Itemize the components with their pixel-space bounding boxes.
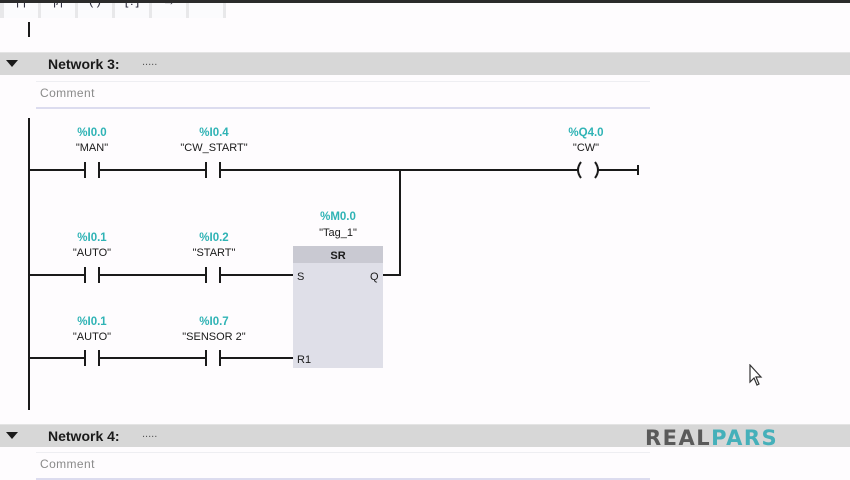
contact-symbol: "SENSOR 2" bbox=[182, 331, 246, 343]
close-branch-icon: — bbox=[199, 0, 213, 8]
network-4-title: Network 4: bbox=[48, 428, 120, 444]
insert-coil-button[interactable]: -( )- bbox=[78, 0, 112, 18]
empty-box-icon: [?] bbox=[124, 0, 140, 8]
input-s-label: S bbox=[297, 271, 304, 283]
coil-address: %Q4.0 bbox=[568, 127, 603, 139]
network-4-header[interactable]: Network 4: ..... bbox=[0, 424, 850, 447]
insert-empty-box-button[interactable]: [?] bbox=[115, 0, 149, 18]
coil-icon: -( )- bbox=[84, 0, 106, 8]
collapse-triangle-icon[interactable] bbox=[6, 60, 18, 67]
contact-address: %I0.2 bbox=[199, 232, 228, 244]
network-4-comment-field[interactable]: Comment bbox=[36, 452, 650, 480]
network-3-title-field[interactable]: ..... bbox=[142, 56, 158, 68]
coil-symbol: "CW" bbox=[573, 142, 599, 154]
insert-no-contact-button[interactable]: -| |- bbox=[4, 0, 38, 18]
insert-nc-contact-button[interactable]: -|/|- bbox=[41, 0, 75, 18]
comment-placeholder: Comment bbox=[40, 86, 95, 100]
contact-address: %I0.1 bbox=[77, 232, 107, 244]
network-4-title-field[interactable]: ..... bbox=[142, 428, 158, 440]
network-2-power-rail bbox=[28, 22, 30, 37]
ladder-toolbar: -| |- -|/|- -( )- [?] → — bbox=[0, 0, 226, 18]
block-type: SR bbox=[330, 250, 345, 262]
window-top-edge bbox=[0, 0, 850, 3]
coil-cw[interactable]: %Q4.0 "CW" bbox=[568, 127, 604, 179]
contact-address: %I0.4 bbox=[199, 127, 229, 139]
comment-placeholder: Comment bbox=[40, 457, 95, 471]
network-3-header[interactable]: Network 3: ..... bbox=[0, 52, 850, 75]
contact-symbol: "AUTO" bbox=[73, 331, 111, 343]
collapse-triangle-icon[interactable] bbox=[6, 432, 18, 439]
logo-text-real: REAL bbox=[645, 426, 712, 450]
open-branch-icon: → bbox=[162, 0, 176, 8]
close-branch-button[interactable]: — bbox=[189, 0, 223, 18]
normally-open-contact-icon: -| |- bbox=[11, 0, 31, 8]
contact-address: %I0.0 bbox=[77, 127, 106, 139]
contact-symbol: "AUTO" bbox=[73, 247, 111, 259]
normally-closed-contact-icon: -|/|- bbox=[48, 0, 68, 8]
sr-flipflop-block[interactable]: %M0.0 "Tag_1" SR S R1 Q bbox=[293, 211, 383, 368]
block-symbol: "Tag_1" bbox=[319, 227, 357, 239]
network-3-title: Network 3: bbox=[48, 56, 120, 72]
contact-symbol: "CW_START" bbox=[180, 142, 247, 154]
contact-start[interactable]: %I0.2 "START" bbox=[193, 232, 236, 283]
contact-man[interactable]: %I0.0 "MAN" bbox=[76, 127, 108, 178]
contact-sensor-2[interactable]: %I0.7 "SENSOR 2" bbox=[182, 316, 246, 366]
contact-symbol: "START" bbox=[193, 247, 236, 259]
input-r1-label: R1 bbox=[297, 354, 311, 366]
output-q-label: Q bbox=[370, 271, 379, 283]
contact-address: %I0.7 bbox=[199, 316, 228, 328]
network-3-comment-field[interactable]: Comment bbox=[36, 81, 650, 109]
contact-auto[interactable]: %I0.1 "AUTO" bbox=[73, 232, 111, 283]
block-address: %M0.0 bbox=[320, 211, 356, 223]
contact-symbol: "MAN" bbox=[76, 142, 108, 154]
contact-auto-2[interactable]: %I0.1 "AUTO" bbox=[73, 316, 111, 366]
contact-cw-start[interactable]: %I0.4 "CW_START" bbox=[180, 127, 248, 178]
contact-address: %I0.1 bbox=[77, 316, 107, 328]
logo-text-pars: PARS bbox=[711, 426, 779, 450]
open-branch-button[interactable]: → bbox=[152, 0, 186, 18]
realpars-logo: REALPARS bbox=[645, 426, 778, 450]
mouse-cursor-icon bbox=[749, 364, 763, 386]
